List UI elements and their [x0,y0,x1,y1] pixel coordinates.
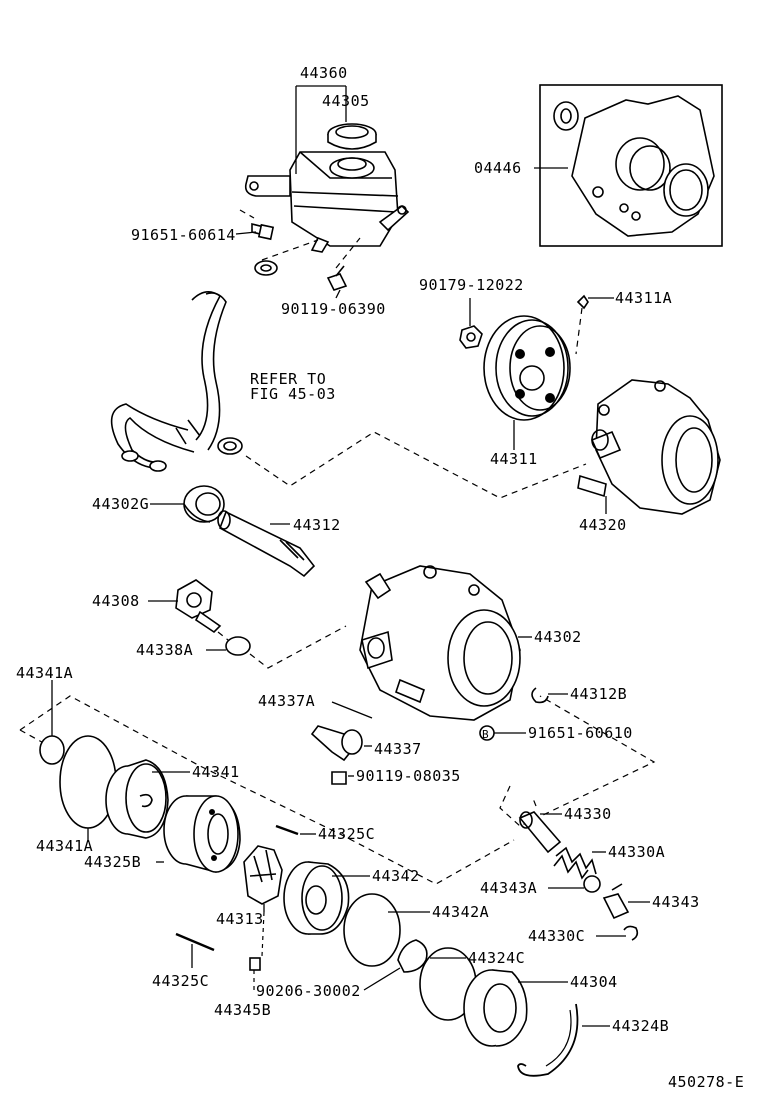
label-44342: 44342 [372,867,420,885]
vane-44345B [249,957,261,971]
label-44302: 44302 [534,628,582,646]
label-44360: 44360 [300,64,348,82]
hose-clip-44 [217,437,243,455]
label-44342A: 44342A [432,903,489,921]
label-44320: 44320 [579,516,627,534]
label-44338A: 44338A [136,641,193,659]
pump-body-44302 [359,565,521,721]
leader-lines [51,85,650,1027]
diagram-id: 450278-E [668,1073,744,1091]
reservoir-cap-44305 [327,123,377,150]
label-44311: 44311 [490,450,538,468]
label-90119-06390: 90119-06390 [281,300,386,318]
label-44330: 44330 [564,805,612,823]
label-44324C: 44324C [468,949,525,967]
shaft-44312 [217,510,316,578]
snap-ring-44330C [623,925,639,941]
label-44312: 44312 [293,516,341,534]
pin-44337A [331,701,373,719]
valve-44337 [310,725,363,762]
refer-note-line2: FIG 45-03 [250,385,336,403]
o-ring-44343A [583,875,601,893]
label-91651-60614: 91651-60614 [131,226,236,244]
label-44330C: 44330C [528,927,585,945]
bolt-91651-60614 [251,222,275,241]
reservoir-assembly [244,151,410,253]
label-04446: 04446 [474,159,522,177]
label-44330A: 44330A [608,843,665,861]
nut-90179-12022 [459,325,483,349]
pin-44325C-bottom [175,932,215,952]
label-44305: 44305 [322,92,370,110]
snap-ring-44324B [517,1003,579,1077]
cam-ring-44325B [163,795,241,873]
label-44343: 44343 [652,893,700,911]
label-44325C-bottom: 44325C [152,972,209,990]
reference-mark-b: B [479,725,495,741]
cam-plate-44341 [105,759,169,839]
o-ring-44338A [225,636,251,656]
rotor-44313 [243,845,283,905]
reference-mark-b-letter: B [482,728,489,741]
key-44311A [576,294,589,310]
label-44325C-top: 44325C [318,825,375,843]
rear-housing-44304 [463,969,528,1047]
bolt-90119-08035 [331,771,347,785]
label-44308: 44308 [92,592,140,610]
snap-ring-44312B [531,687,549,704]
label-44311A: 44311A [615,289,672,307]
label-44302G: 44302G [92,495,149,513]
snap-ring-44324C [397,939,428,973]
label-44312B: 44312B [570,685,627,703]
repair-kit-parts [553,95,715,237]
hose-clamp-small [254,260,278,276]
label-44341A-top: 44341A [16,664,73,682]
label-90119-08035: 90119-08035 [356,767,461,785]
label-44345B: 44345B [214,1001,271,1019]
label-44337: 44337 [374,740,422,758]
pulley-44311 [483,315,571,421]
label-91651-60610: 91651-60610 [528,724,633,742]
repair-kit-box [539,84,723,247]
o-ring-44341A-small [39,735,65,765]
label-90206-30002: 90206-30002 [256,982,361,1000]
label-90179-12022: 90179-12022 [419,276,524,294]
label-44325B: 44325B [84,853,141,871]
flow-valve-44330 [518,811,562,854]
label-44337A: 44337A [258,692,315,710]
plug-44343 [602,883,630,920]
side-plate-44342 [283,861,350,935]
o-ring-44342A [343,893,401,967]
label-44313: 44313 [216,910,264,928]
return-hose [110,291,227,472]
label-44324B: 44324B [612,1017,669,1035]
pin-44325C-top [275,824,299,836]
label-44341: 44341 [192,763,240,781]
label-44341A-bottom: 44341A [36,837,93,855]
spring-44330A [553,846,597,880]
pump-assembly-44320 [577,379,721,515]
label-44304: 44304 [570,973,618,991]
label-44343A: 44343A [480,879,537,897]
bolt-90119-06390 [326,265,348,291]
refer-note-line1: REFER TO [250,370,326,388]
union-fitting-44308 [175,579,222,634]
